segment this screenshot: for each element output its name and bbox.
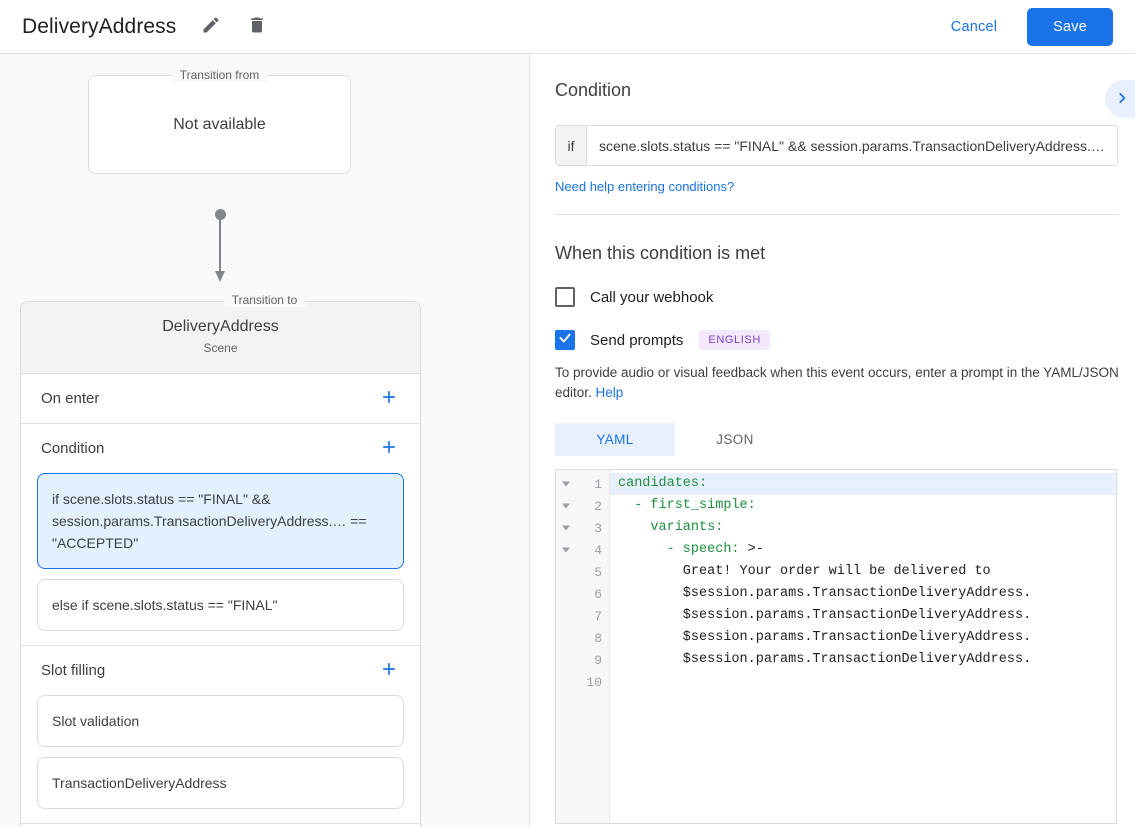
list-item[interactable]: else if scene.slots.status == "FINAL" bbox=[37, 579, 404, 631]
app-header: DeliveryAddress Cancel Save bbox=[0, 0, 1135, 54]
fold-triangle-icon[interactable] bbox=[562, 503, 570, 509]
list-item[interactable]: if scene.slots.status == "FINAL" && sess… bbox=[37, 473, 404, 569]
condition-help-link[interactable]: Need help entering conditions? bbox=[555, 179, 735, 194]
editor-line-number: 9 bbox=[594, 652, 602, 668]
when-condition-met-section: When this condition is met Call your web… bbox=[530, 215, 1135, 403]
arrow-line bbox=[219, 217, 221, 273]
send-prompts-row[interactable]: Send prompts ENGLISH bbox=[555, 330, 1119, 350]
editor-line-number: 4 bbox=[556, 539, 609, 561]
webhook-row[interactable]: Call your webhook bbox=[555, 287, 1119, 307]
condition-input-row: if bbox=[555, 125, 1118, 166]
plus-icon bbox=[379, 659, 399, 682]
plus-icon bbox=[379, 437, 399, 460]
when-met-heading: When this condition is met bbox=[555, 243, 766, 263]
section-condition: Condition if scene.slots.status == "FINA… bbox=[21, 424, 420, 646]
save-button[interactable]: Save bbox=[1027, 7, 1113, 46]
prompt-hint-body: To provide audio or visual feedback when… bbox=[555, 365, 1119, 400]
slot-filling-list: Slot validation TransactionDeliveryAddre… bbox=[21, 695, 420, 823]
editor-line-number: 3 bbox=[556, 517, 609, 539]
condition-section: Condition if Need help entering conditio… bbox=[530, 54, 1135, 215]
section-header-on-enter[interactable]: On enter bbox=[21, 374, 420, 423]
prompt-hint-text: To provide audio or visual feedback when… bbox=[555, 363, 1120, 403]
list-item[interactable]: TransactionDeliveryAddress bbox=[37, 757, 404, 809]
delete-button[interactable] bbox=[240, 10, 274, 44]
tab-yaml[interactable]: YAML bbox=[555, 423, 675, 456]
condition-detail-panel: Condition if Need help entering conditio… bbox=[530, 54, 1135, 827]
section-title: On enter bbox=[41, 390, 100, 407]
editor-code-line: candidates: bbox=[610, 473, 1116, 495]
scene-card-header: DeliveryAddress Scene bbox=[21, 302, 420, 374]
editor-code-line: variants: bbox=[618, 520, 724, 535]
scene-name: DeliveryAddress bbox=[162, 318, 279, 335]
editor-code-line bbox=[610, 671, 1116, 693]
trash-icon bbox=[247, 15, 267, 38]
cancel-button[interactable]: Cancel bbox=[937, 11, 1011, 43]
condition-expression-input[interactable] bbox=[587, 126, 1117, 165]
header-actions: Cancel Save bbox=[937, 7, 1113, 46]
section-header-slot-filling[interactable]: Slot filling bbox=[21, 646, 420, 695]
transition-to-legend: Transition to bbox=[223, 293, 306, 307]
editor-code-line: $session.params.TransactionDeliveryAddre… bbox=[618, 630, 1032, 645]
editor-line-number: 5 bbox=[594, 564, 602, 580]
section-title: Condition bbox=[41, 440, 105, 457]
plus-icon bbox=[379, 387, 399, 410]
list-item[interactable]: Slot validation bbox=[37, 695, 404, 747]
section-slot-filling: Slot filling Slot validation Transaction… bbox=[21, 646, 420, 824]
editor-line-number: 6 bbox=[594, 586, 602, 602]
editor-line-number: 7 bbox=[594, 608, 602, 624]
section-title: Slot filling bbox=[41, 662, 106, 679]
fold-triangle-icon[interactable] bbox=[562, 525, 570, 531]
tab-json[interactable]: JSON bbox=[675, 423, 795, 456]
add-on-enter-button[interactable] bbox=[376, 386, 402, 412]
transition-from-legend: Transition from bbox=[171, 68, 268, 82]
arrow-head-icon bbox=[215, 271, 225, 282]
transition-arrow bbox=[214, 209, 226, 287]
editor-code-line: Great! Your order will be delivered to bbox=[618, 564, 991, 579]
send-prompts-checkbox[interactable] bbox=[555, 330, 575, 350]
editor-code-line: $session.params.TransactionDeliveryAddre… bbox=[618, 586, 1032, 601]
add-condition-button[interactable] bbox=[376, 436, 402, 462]
transition-from-value: Not available bbox=[173, 115, 266, 133]
condition-list: if scene.slots.status == "FINAL" && sess… bbox=[21, 473, 420, 645]
call-webhook-label: Call your webhook bbox=[590, 288, 714, 306]
add-slot-filling-button[interactable] bbox=[376, 658, 402, 684]
call-webhook-checkbox[interactable] bbox=[555, 287, 575, 307]
chevron-right-icon bbox=[1115, 91, 1129, 108]
scene-type: Scene bbox=[203, 341, 238, 355]
divider bbox=[555, 214, 1119, 215]
send-prompts-label: Send prompts bbox=[590, 331, 684, 349]
editor-line-number: 2 bbox=[556, 495, 609, 517]
editor-code-line: $session.params.TransactionDeliveryAddre… bbox=[618, 652, 1032, 667]
editor-code-line: - first_simple: bbox=[618, 498, 756, 513]
edit-name-button[interactable] bbox=[194, 10, 228, 44]
editor-format-tabs: YAML JSON bbox=[555, 423, 1135, 456]
transition-to-card: DeliveryAddress Scene On enter Condition bbox=[20, 301, 421, 827]
prompt-help-link[interactable]: Help bbox=[595, 385, 624, 400]
transition-from-card: Transition from Not available bbox=[88, 68, 351, 174]
editor-line-number: 10 bbox=[586, 674, 602, 690]
editor-code-line: $session.params.TransactionDeliveryAddre… bbox=[618, 608, 1032, 623]
section-header-condition[interactable]: Condition bbox=[21, 424, 420, 473]
arrow-start-dot bbox=[215, 209, 226, 220]
if-label: if bbox=[556, 126, 587, 165]
fold-triangle-icon[interactable] bbox=[562, 481, 570, 487]
fold-triangle-icon[interactable] bbox=[562, 547, 570, 553]
editor-code-area[interactable]: candidates: - first_simple: variants: - … bbox=[610, 470, 1116, 823]
page-title: DeliveryAddress bbox=[22, 14, 177, 38]
editor-line-number: 8 bbox=[594, 630, 602, 646]
condition-heading: Condition bbox=[555, 80, 632, 100]
checkmark-icon bbox=[558, 331, 572, 350]
pencil-icon bbox=[201, 15, 221, 38]
expand-panel-button[interactable] bbox=[1105, 80, 1135, 118]
section-on-enter: On enter bbox=[21, 374, 420, 424]
language-badge: ENGLISH bbox=[699, 330, 770, 350]
editor-code-line: - speech: >- bbox=[618, 542, 764, 557]
editor-line-number: 1 bbox=[556, 473, 609, 495]
scene-structure-panel: Transition from Not available Transition… bbox=[0, 54, 530, 827]
